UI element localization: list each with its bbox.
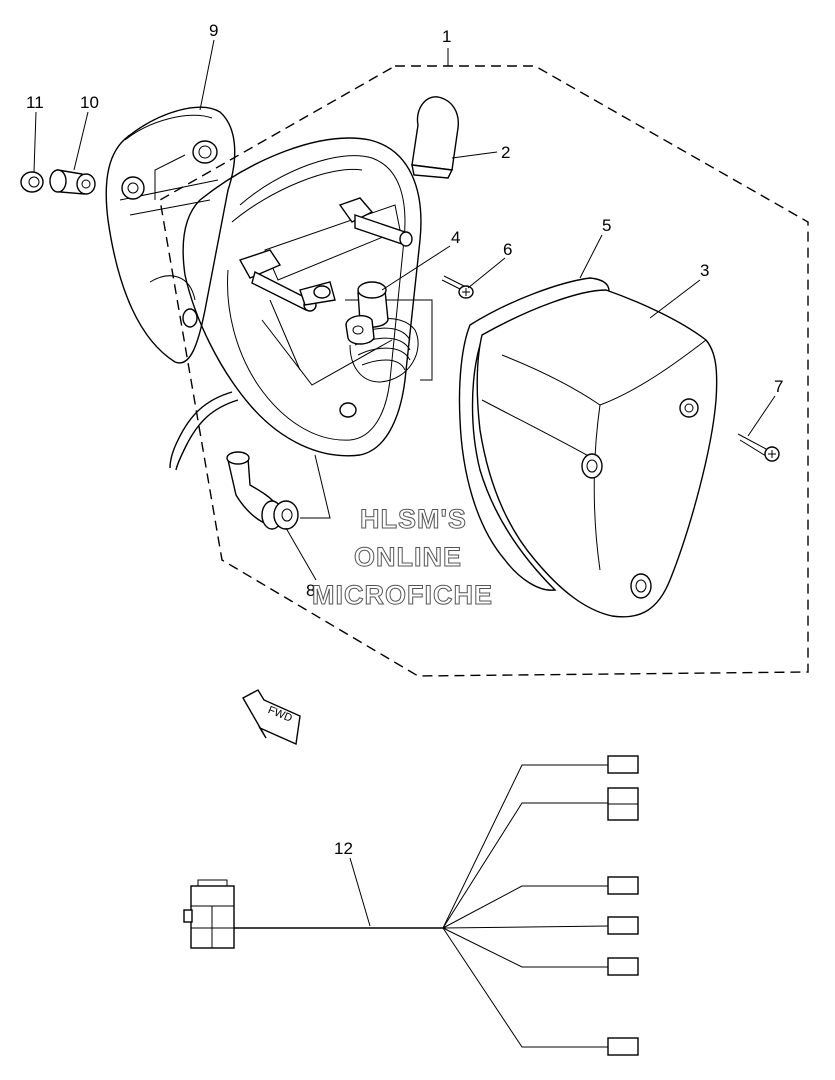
fwd-arrow: FWD	[242, 689, 301, 746]
part-9-bracket	[105, 106, 236, 364]
part-10-spacer	[49, 169, 96, 195]
part-8-grommet	[226, 451, 331, 530]
part-6-screw	[441, 275, 474, 299]
leader-lines	[33, 39, 776, 927]
part-12-harness	[183, 755, 639, 1056]
callout-4: 4	[451, 228, 460, 247]
part-2-bulb	[411, 96, 459, 179]
callout-10: 10	[80, 93, 99, 112]
assembly-boundary	[159, 65, 809, 677]
part-3-lens	[476, 289, 718, 618]
callout-7: 7	[774, 377, 783, 396]
callout-6: 6	[503, 240, 512, 259]
watermark-line-2: ONLINE	[354, 542, 462, 572]
watermark-line-3: MICROFICHE	[312, 580, 493, 610]
callout-8: 8	[306, 581, 315, 600]
watermark: HLSM'S ONLINE MICROFICHE	[312, 504, 493, 611]
watermark-line-1: HLSM'S	[360, 504, 467, 534]
part-4-socket	[345, 281, 389, 345]
callout-1: 1	[442, 27, 451, 46]
callout-2: 2	[501, 143, 510, 162]
callout-3: 3	[700, 261, 709, 280]
callout-12: 12	[334, 839, 353, 858]
part-5-gasket	[458, 277, 610, 591]
tail-light-housing	[169, 137, 433, 471]
part-11-nut	[20, 171, 44, 193]
callout-5: 5	[602, 216, 611, 235]
callout-9: 9	[209, 21, 218, 40]
part-7-screw	[737, 433, 780, 462]
callout-11: 11	[26, 93, 44, 112]
